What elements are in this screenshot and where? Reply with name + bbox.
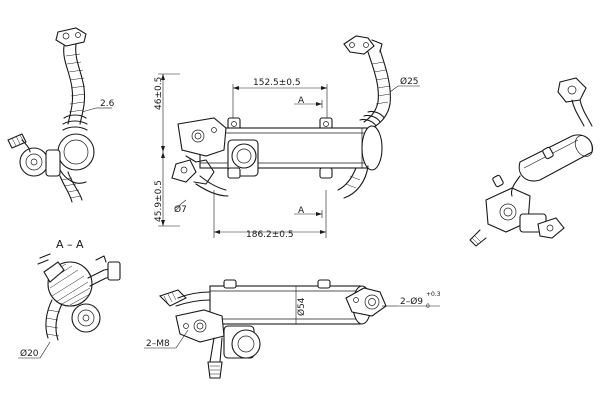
- dim-46-label: 46±0.5: [154, 77, 164, 110]
- dim-d7-label: Ø7: [174, 204, 187, 215]
- dim-2-6-label: 2.6: [100, 99, 115, 109]
- view-bottom: Ø54 2–Ø9 +0.3 0 2–M8: [144, 279, 441, 379]
- dim-d20-label: Ø20: [20, 348, 39, 359]
- dim-186-2-label: 186.2±0.5: [246, 230, 294, 240]
- dim-holes-tol-bottom: 0: [426, 303, 430, 310]
- section-a-top-label: A: [298, 96, 305, 106]
- section-a-bottom-label: A: [298, 206, 305, 216]
- dim-d54-label: Ø54: [296, 297, 307, 316]
- dim-holes-label: 2–Ø9: [400, 296, 423, 307]
- section-title-label: A – A: [56, 238, 84, 251]
- view-section-aa: A – A Ø20: [18, 238, 121, 359]
- view-side-left: 2.6: [7, 27, 115, 203]
- dim-152-5-label: 152.5±0.5: [253, 78, 301, 88]
- dim-2-m8-label: 2–M8: [146, 339, 170, 349]
- dim-holes-tol-top: +0.3: [426, 291, 441, 298]
- view-front-main: 152.5±0.5 46±0.5 A Ø25: [154, 35, 420, 240]
- dim-d25-label: Ø25: [400, 76, 419, 87]
- dim-45-9-label: 45.9±0.5: [154, 180, 164, 222]
- view-isometric: [469, 77, 594, 247]
